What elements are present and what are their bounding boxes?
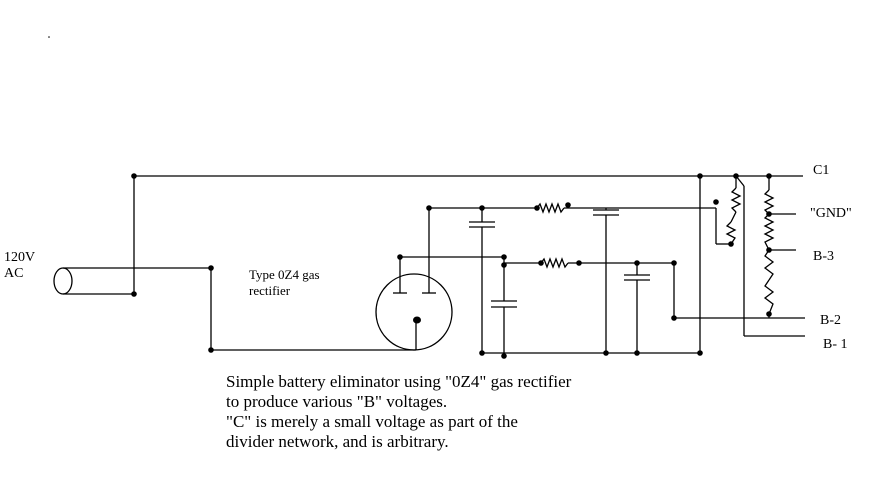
upper-filter-branch: [429, 202, 731, 245]
lower-filter-branch: [400, 256, 805, 319]
rectifier-label: Type 0Z4 gas rectifier: [249, 267, 320, 299]
caption-line-1: Simple battery eliminator using "0Z4" ga…: [226, 372, 572, 391]
caption-line-2: to produce various "B" voltages.: [226, 392, 448, 411]
rectifier-label-line-1: Type 0Z4 gas: [249, 267, 320, 282]
output-c1-label: C1: [813, 163, 830, 178]
caption-line-3: "C" is merely a small voltage as part of…: [226, 412, 518, 431]
output-b1-label: B- 1: [823, 337, 848, 352]
output-gnd-label: "GND": [810, 206, 852, 221]
diagram-caption: Simple battery eliminator using "0Z4" ga…: [226, 372, 571, 452]
divider-resistor-left: [725, 175, 805, 337]
capacitor-2: [491, 257, 517, 356]
ac-input-plug: [53, 267, 211, 295]
top-rail-wire: [133, 175, 803, 294]
rectifier-feed-wire: [210, 268, 417, 351]
output-b2-label: B-2: [820, 313, 841, 328]
input-voltage-label: 120V AC: [4, 250, 35, 282]
capacitor-3: [593, 208, 619, 353]
input-type-line: AC: [4, 266, 24, 281]
caption-line-4: divider network, and is arbitrary.: [226, 432, 449, 451]
rectifier-label-line-2: rectifier: [249, 283, 291, 298]
rectifier-tube: [375, 208, 453, 351]
junction-dots: [131, 173, 772, 359]
divider-resistor-right: [763, 176, 796, 318]
input-voltage-line: 120V: [4, 250, 36, 265]
stray-mark: [48, 36, 50, 38]
capacitor-1: [469, 208, 495, 353]
capacitor-4: [624, 263, 650, 353]
ground-rail-wire: [482, 176, 701, 354]
output-b3-label: B-3: [813, 249, 834, 264]
